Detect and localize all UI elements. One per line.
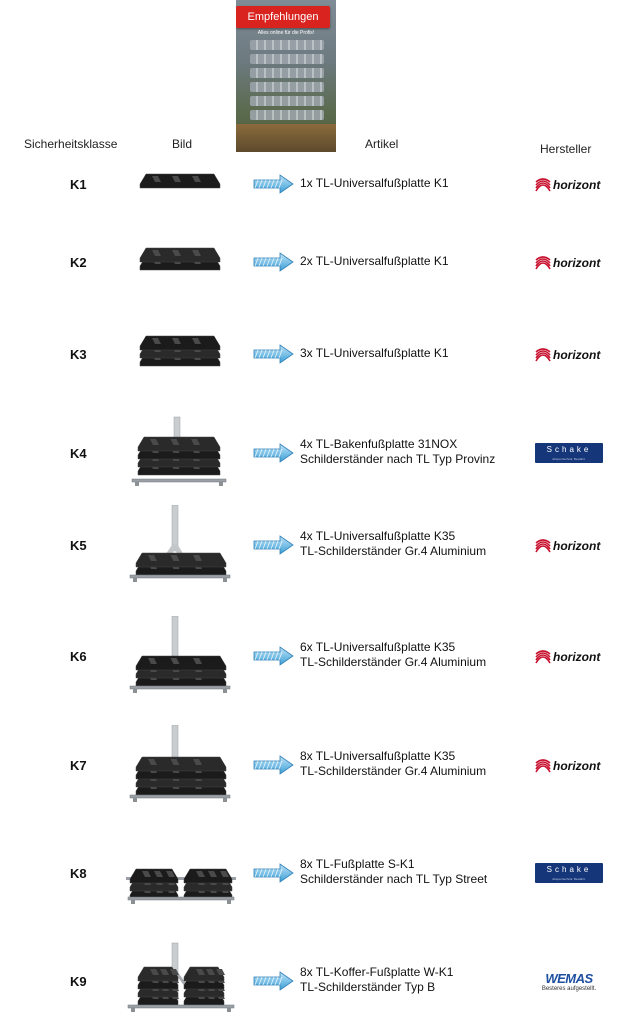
article-line-2: Schilderständer nach TL Typ Provinz bbox=[300, 452, 496, 466]
manufacturer-logo[interactable]: horizont bbox=[535, 344, 603, 366]
product-row[interactable]: K2 2x TL-Universalfußplatte K1 horizont bbox=[0, 222, 643, 302]
article-line-1: 4x TL-Bakenfußplatte 31NOX bbox=[300, 437, 458, 451]
maker-name: horizont bbox=[553, 256, 601, 270]
safety-class: K6 bbox=[70, 649, 87, 664]
article-line-1: 4x TL-Universalfußplatte K35 bbox=[300, 529, 456, 543]
maker-tagline: Absperrtechnik. Bewährt. bbox=[552, 457, 586, 461]
arrow-icon bbox=[252, 535, 294, 555]
maker-name: horizont bbox=[553, 348, 601, 362]
arrow-icon bbox=[252, 646, 294, 666]
product-image[interactable] bbox=[126, 724, 236, 810]
manufacturer-logo[interactable]: horizont bbox=[535, 252, 603, 274]
header-hersteller: Hersteller bbox=[540, 142, 592, 156]
horizont-logo-mark bbox=[535, 348, 551, 362]
article-line-1: 8x TL-Koffer-Fußplatte W-K1 bbox=[300, 965, 454, 979]
safety-class: K2 bbox=[70, 255, 87, 270]
arrow-icon bbox=[252, 755, 294, 775]
manufacturer-logo[interactable]: horizont bbox=[535, 535, 603, 557]
horizont-logo-mark bbox=[535, 650, 551, 664]
article-line-1: 8x TL-Fußplatte S-K1 bbox=[300, 857, 415, 871]
article-line-2: Schilderständer nach TL Typ Street bbox=[300, 872, 488, 886]
maker-tagline: Besteres aufgestellt. bbox=[541, 986, 597, 992]
horizont-logo-mark bbox=[535, 539, 551, 553]
maker-name: horizont bbox=[553, 178, 601, 192]
product-image[interactable] bbox=[126, 941, 236, 1026]
horizont-logo-mark bbox=[535, 178, 551, 192]
article-line-2: TL-Schilderständer Gr.4 Aluminium bbox=[300, 764, 487, 778]
safety-class: K7 bbox=[70, 758, 87, 773]
product-image[interactable] bbox=[126, 314, 236, 399]
safety-class: K9 bbox=[70, 974, 87, 989]
promo-label[interactable]: Empfehlungen bbox=[236, 6, 330, 28]
article-line-1: 3x TL-Universalfußplatte K1 bbox=[300, 346, 449, 360]
arrow-icon bbox=[252, 443, 294, 463]
manufacturer-logo[interactable]: horizont bbox=[535, 646, 603, 668]
arrow-icon bbox=[252, 252, 294, 272]
header-sicherheitsklasse: Sicherheitsklasse bbox=[24, 137, 118, 151]
article-line-2: TL-Schilderständer Gr.4 Aluminium bbox=[300, 544, 487, 558]
manufacturer-logo[interactable]: horizont bbox=[535, 755, 603, 777]
promo-subline: Alles online für die Profis! bbox=[257, 30, 315, 36]
maker-name: horizont bbox=[553, 650, 601, 664]
article-text[interactable]: 3x TL-Universalfußplatte K1 bbox=[300, 346, 449, 361]
article-line-2: TL-Schilderständer Typ B bbox=[300, 980, 436, 994]
safety-class: K5 bbox=[70, 538, 87, 553]
safety-class: K1 bbox=[70, 177, 87, 192]
article-line-1: 8x TL-Universalfußplatte K35 bbox=[300, 749, 456, 763]
article-line-1: 6x TL-Universalfußplatte K35 bbox=[300, 640, 456, 654]
maker-name: WEMAS bbox=[545, 971, 593, 986]
product-image[interactable] bbox=[126, 615, 236, 701]
manufacturer-logo[interactable]: horizont bbox=[535, 174, 603, 196]
horizont-logo-mark bbox=[535, 759, 551, 773]
product-image[interactable] bbox=[126, 413, 236, 498]
product-image[interactable] bbox=[126, 833, 236, 918]
article-line-2: TL-Schilderständer Gr.4 Aluminium bbox=[300, 655, 487, 669]
arrow-icon bbox=[252, 971, 294, 991]
product-row[interactable]: K1 1x TL-Universalfußplatte K1 horizont bbox=[0, 144, 643, 224]
product-image[interactable] bbox=[126, 222, 236, 307]
maker-name: horizont bbox=[553, 759, 601, 773]
product-image[interactable] bbox=[126, 144, 236, 229]
article-line-1: 2x TL-Universalfußplatte K1 bbox=[300, 254, 449, 268]
maker-tagline: Absperrtechnik. Bewährt. bbox=[552, 877, 586, 881]
product-image[interactable] bbox=[126, 504, 236, 590]
safety-class: K8 bbox=[70, 866, 87, 881]
header-bild: Bild bbox=[172, 137, 193, 151]
article-text[interactable]: 1x TL-Universalfußplatte K1 bbox=[300, 176, 449, 191]
arrow-icon bbox=[252, 344, 294, 364]
maker-name: Schake bbox=[546, 865, 592, 874]
safety-class: K4 bbox=[70, 446, 87, 461]
horizont-logo-mark bbox=[535, 256, 551, 270]
maker-name: horizont bbox=[553, 539, 601, 553]
maker-name: Schake bbox=[546, 445, 592, 454]
promo-banner[interactable]: Empfehlungen Alles online für die Profis… bbox=[236, 0, 336, 152]
header-artikel: Artikel bbox=[365, 137, 399, 151]
arrow-icon bbox=[252, 174, 294, 194]
arrow-icon bbox=[252, 863, 294, 883]
product-row[interactable]: K3 3x TL-Universalfußplatte K1 horizont bbox=[0, 314, 643, 394]
article-text[interactable]: 2x TL-Universalfußplatte K1 bbox=[300, 254, 449, 269]
safety-class: K3 bbox=[70, 347, 87, 362]
article-line-1: 1x TL-Universalfußplatte K1 bbox=[300, 176, 449, 190]
